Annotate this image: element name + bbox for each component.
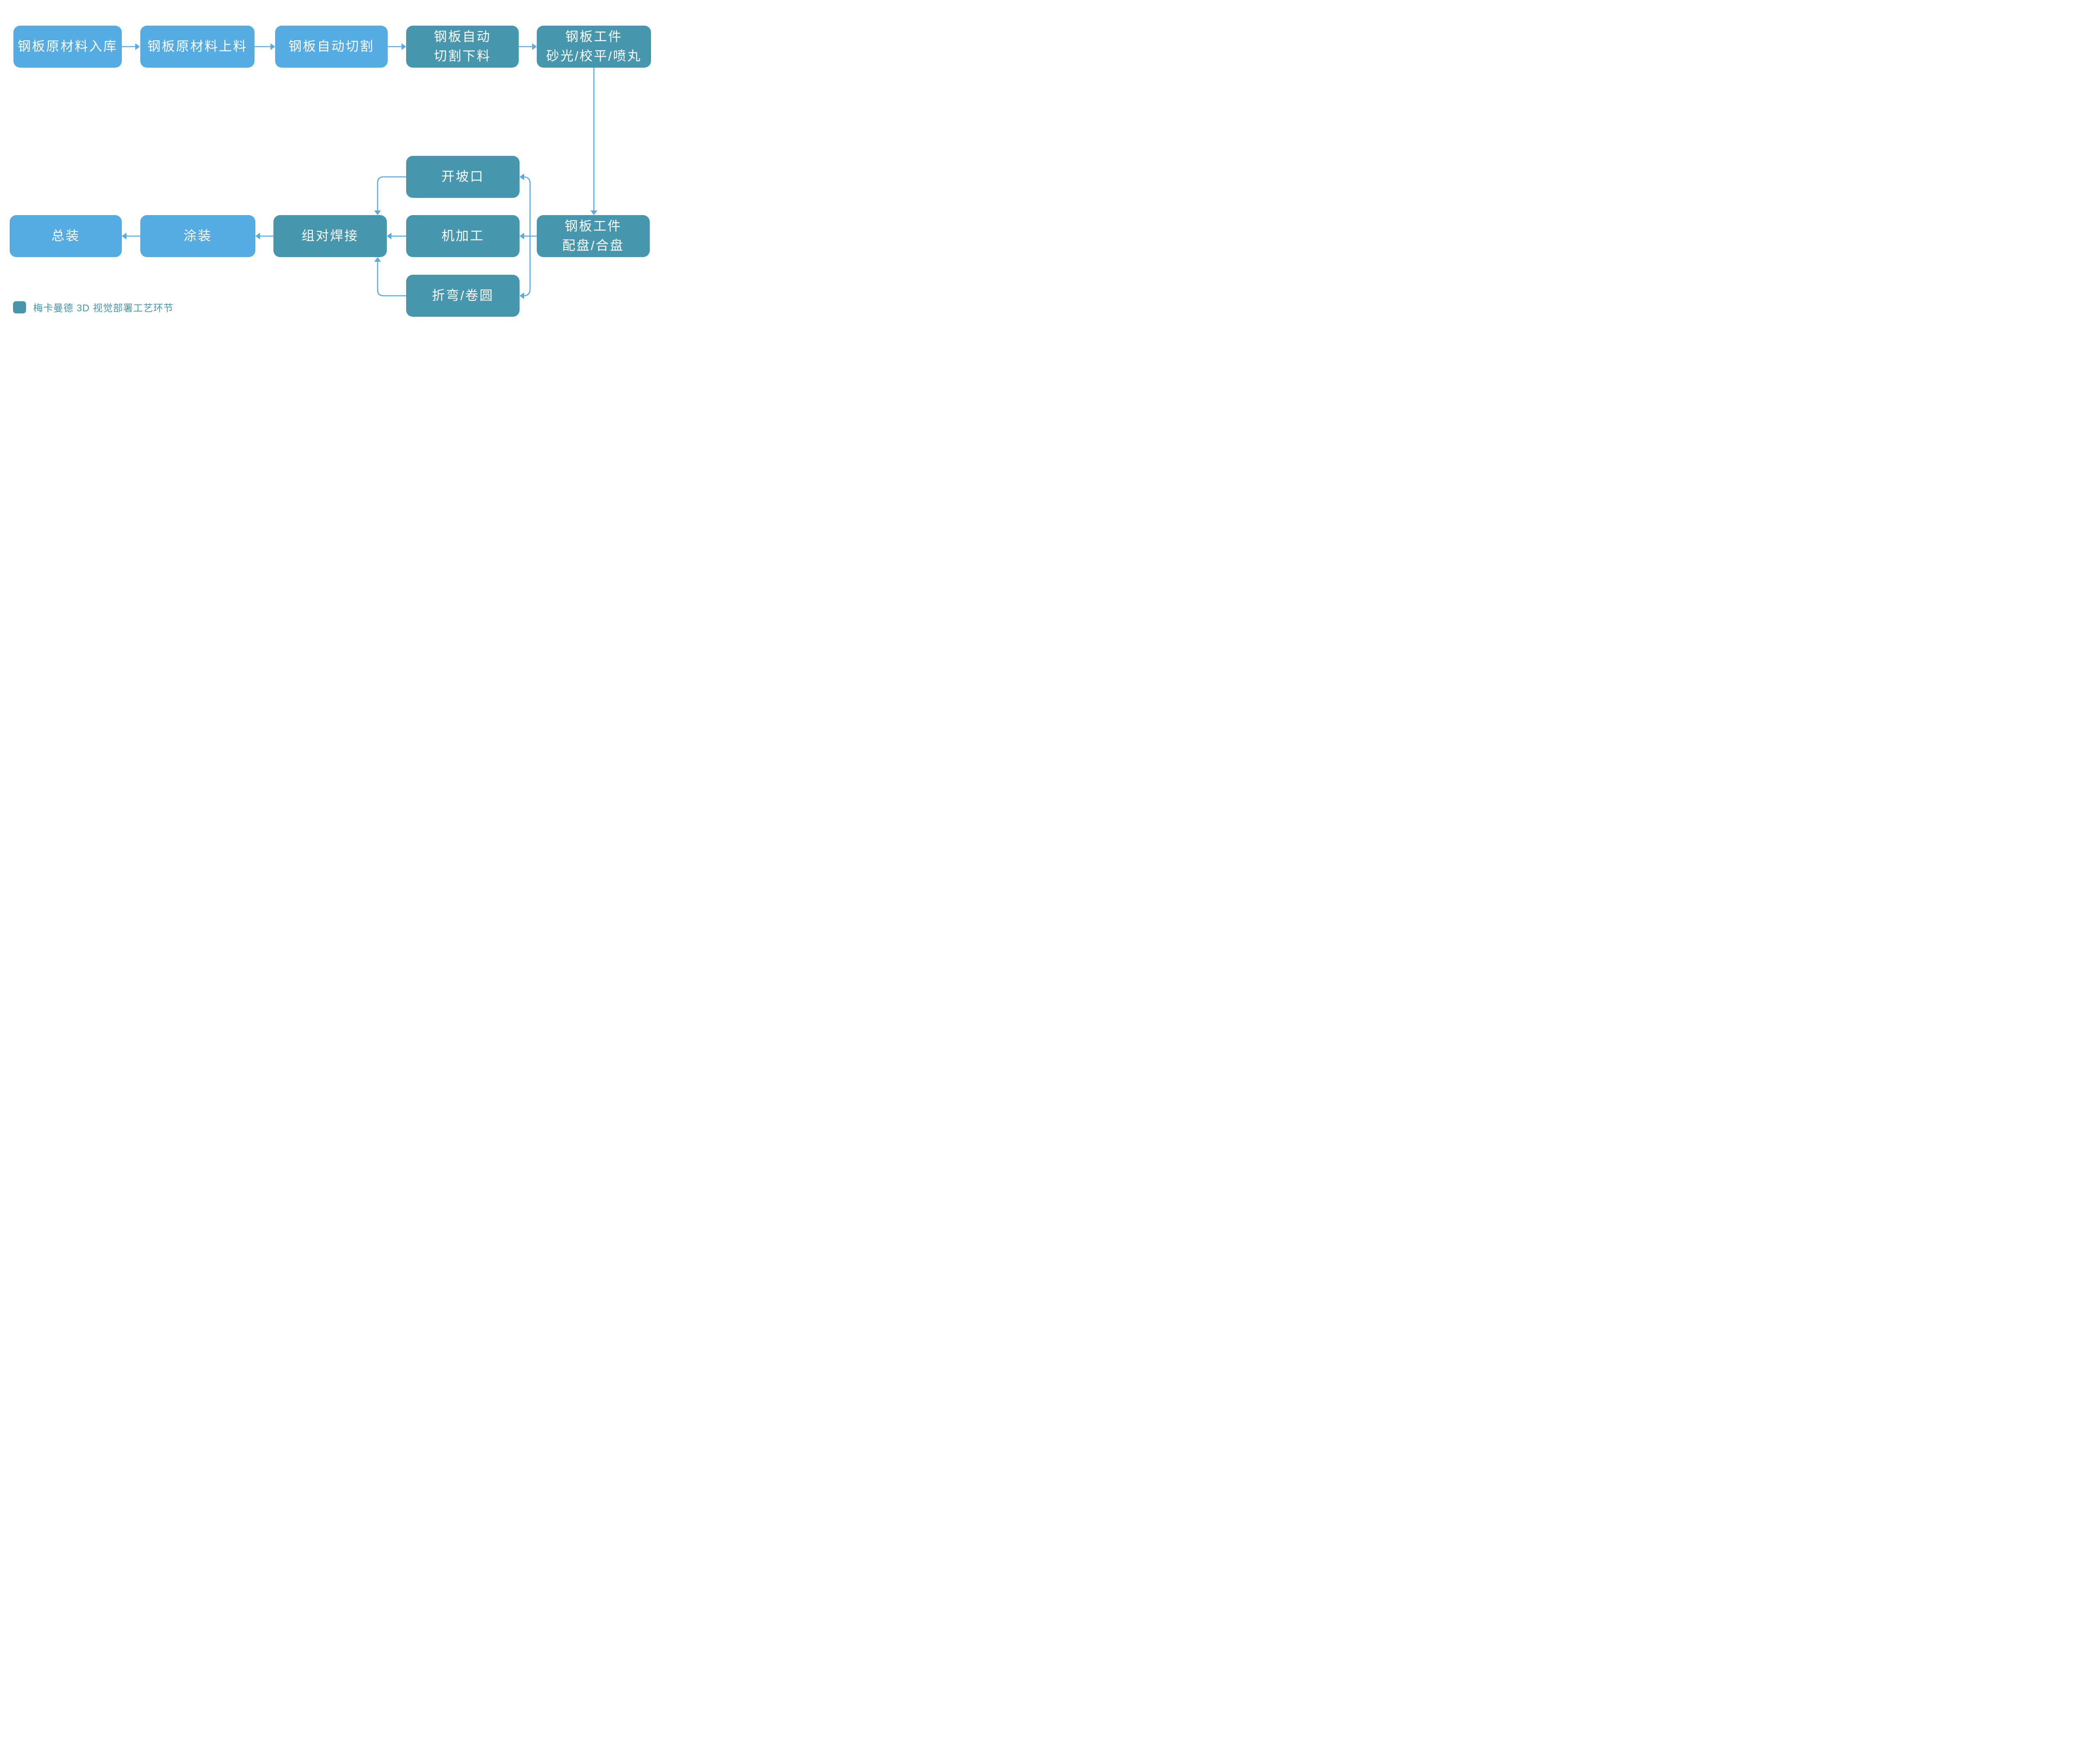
node-palletizing: 钢板工件 配盘/合盘 [537, 215, 650, 257]
node-auto-cutting: 钢板自动切割 [275, 26, 388, 68]
edge-unloading-to-sanding [519, 43, 537, 50]
edge-bending-to-welding [374, 257, 406, 297]
node-painting: 涂装 [140, 215, 255, 257]
node-final-assembly: 总装 [10, 215, 122, 257]
edge-palletizing-to-bending [520, 236, 531, 299]
edge-autocut-to-unloading [388, 43, 406, 50]
edge-welding-to-painting [255, 233, 273, 239]
edge-painting-to-assembly [122, 233, 140, 239]
legend-swatch [13, 301, 26, 313]
node-raw-material-inbound: 钢板原材料入库 [13, 26, 122, 68]
node-cutting-unloading: 钢板自动 切割下料 [406, 26, 519, 68]
node-fitup-welding: 组对焊接 [273, 215, 387, 257]
node-machining: 机加工 [406, 215, 520, 257]
edge-palletizing-to-beveling [520, 174, 531, 236]
edge-machining-to-welding [387, 233, 406, 239]
node-beveling: 开坡口 [406, 156, 520, 198]
edge-beveling-to-welding [374, 176, 406, 215]
edge-sanding-to-palletizing [591, 68, 597, 215]
legend-label: 梅卡曼德 3D 视觉部署工艺环节 [33, 302, 174, 313]
edge-palletizing-to-machining [520, 233, 537, 239]
node-bending-rolling: 折弯/卷圆 [406, 275, 520, 317]
edge-loading-to-autocut [255, 43, 275, 50]
node-raw-material-loading: 钢板原材料上料 [140, 26, 255, 68]
edge-inbound-to-loading [122, 43, 140, 50]
node-sanding-leveling-shot: 钢板工件 砂光/校平/喷丸 [537, 26, 651, 68]
flowchart-canvas: 钢板原材料入库 钢板原材料上料 钢板自动切割 钢板自动 切割下料 钢板工件 砂光… [0, 0, 659, 343]
legend: 梅卡曼德 3D 视觉部署工艺环节 [13, 300, 173, 314]
